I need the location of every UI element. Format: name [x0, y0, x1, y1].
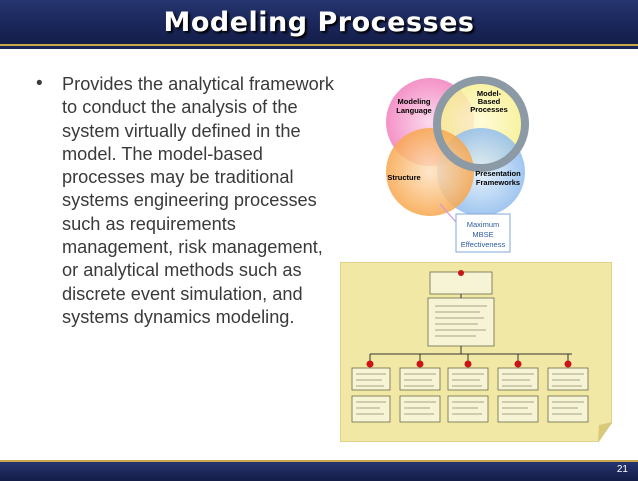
flowchart-detail-box: [497, 395, 539, 423]
flowchart-node-marker: [416, 360, 424, 368]
venn-label-processes: Processes: [470, 105, 508, 114]
flowchart-node-marker: [458, 270, 464, 276]
venn-callout-pointer: [439, 203, 457, 223]
title-bar: Modeling Processes: [0, 0, 638, 49]
venn-diagram: Modeling Language Model- Based Processes…: [386, 76, 529, 253]
venn-callout-line-2: MBSE: [472, 230, 493, 239]
footer-bar: 21: [0, 460, 638, 481]
bullet-text: Provides the analytical framework to con…: [62, 74, 334, 327]
flowchart-node-marker: [564, 360, 572, 368]
page-number: 21: [616, 464, 628, 475]
venn-label-modeling: Modeling: [398, 97, 431, 106]
title-gold-rule: [0, 44, 638, 46]
flowchart-step-box: [447, 367, 489, 391]
slide-title: Modeling Processes: [163, 7, 475, 38]
venn-label-model: Model-: [477, 89, 502, 98]
venn-highlight-ring: [433, 76, 529, 172]
flowchart-step-box: [351, 367, 391, 391]
flowchart-requirements-box: [427, 297, 495, 347]
flowchart-step-box: [399, 367, 441, 391]
flowchart-step-box: [547, 367, 589, 391]
venn-callout-box: [455, 213, 511, 253]
venn-callout-line-3: Effectiveness: [461, 240, 506, 249]
venn-callout-line-1: Maximum: [467, 220, 500, 229]
flowchart-step-box: [497, 367, 539, 391]
flowchart-detail-box: [351, 395, 391, 423]
flowchart-detail-box: [447, 395, 489, 423]
flowchart-node-marker: [514, 360, 522, 368]
venn-label-presentation: Presentation: [475, 169, 521, 178]
flowchart-detail-box: [399, 395, 441, 423]
flowchart-node-marker: [464, 360, 472, 368]
venn-label-frameworks: Frameworks: [476, 178, 520, 187]
venn-circle-structure: [386, 128, 474, 216]
flowchart-page-curl: [598, 422, 612, 442]
venn-label-language: Language: [396, 106, 431, 115]
bullet-marker: •: [36, 73, 43, 94]
flowchart-node-marker: [366, 360, 374, 368]
process-flowchart-image: [340, 262, 612, 442]
venn-label-structure: Structure: [387, 173, 420, 182]
flowchart-detail-box: [547, 395, 589, 423]
venn-label-based: Based: [478, 97, 501, 106]
title-blue-rule: [0, 46, 638, 49]
